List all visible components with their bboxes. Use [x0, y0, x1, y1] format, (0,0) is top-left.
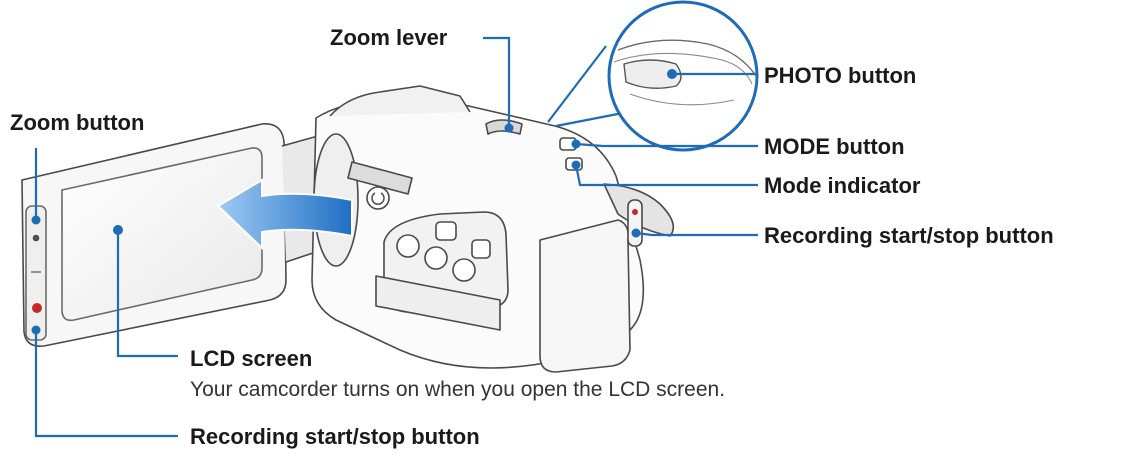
label-lcd-screen: LCD screen [190, 346, 312, 372]
label-photo-button: PHOTO button [764, 63, 916, 89]
lcd-panel [22, 124, 286, 346]
label-zoom-button: Zoom button [10, 110, 144, 136]
label-mode-indicator: Mode indicator [764, 173, 920, 199]
magnifier-callout [548, 2, 757, 150]
leader-recording-right [636, 233, 758, 235]
label-mode-button: MODE button [764, 134, 905, 160]
label-recording-right: Recording start/stop button [764, 223, 1054, 249]
label-recording-bottom: Recording start/stop button [190, 424, 480, 450]
label-zoom-lever: Zoom lever [330, 25, 447, 51]
label-lcd-description: Your camcorder turns on when you open th… [190, 378, 725, 402]
leader-recording-bottom [36, 330, 178, 436]
